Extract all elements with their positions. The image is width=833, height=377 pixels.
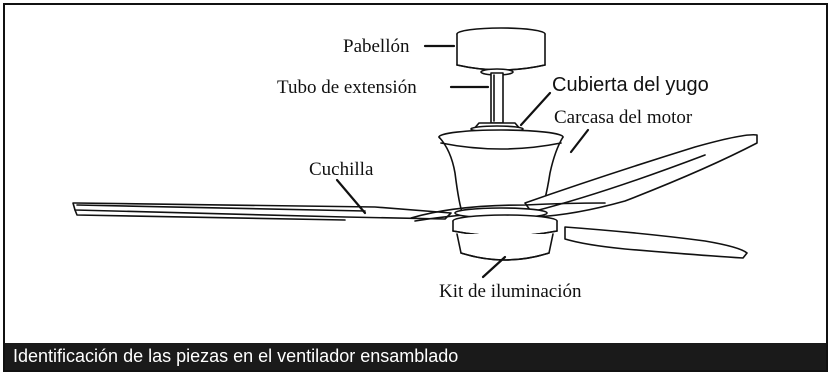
motor-housing-label: Carcasa del motor [554, 107, 693, 128]
right-upper-blade-part [524, 133, 758, 218]
leader-lines [335, 44, 590, 279]
blade-leader [335, 178, 367, 215]
canopy-part [456, 27, 546, 76]
blade-label: Cuchilla [309, 159, 374, 180]
ceiling-fan-diagram: Pabellón Tubo de extensión Cubierta del … [72, 27, 758, 302]
light-kit-leader [481, 255, 507, 279]
yoke-cover-leader [519, 91, 552, 127]
motor-housing-leader [569, 128, 590, 154]
diagram-frame: Pabellón Tubo de extensión Cubierta del … [3, 3, 828, 372]
light-kit-part [452, 214, 558, 261]
yoke-cover-label: Cubierta del yugo [552, 74, 709, 96]
motor-housing-part [438, 129, 564, 219]
downrod-part [490, 72, 504, 124]
downrod-label: Tubo de extensión [277, 77, 417, 98]
left-blade-part [72, 202, 452, 221]
canopy-label: Pabellón [343, 36, 410, 57]
caption-bar: Identificación de las piezas en el venti… [5, 343, 826, 370]
caption-text: Identificación de las piezas en el venti… [13, 346, 459, 366]
right-lower-blade-part [564, 226, 748, 259]
light-kit-label: Kit de iluminación [439, 281, 582, 302]
